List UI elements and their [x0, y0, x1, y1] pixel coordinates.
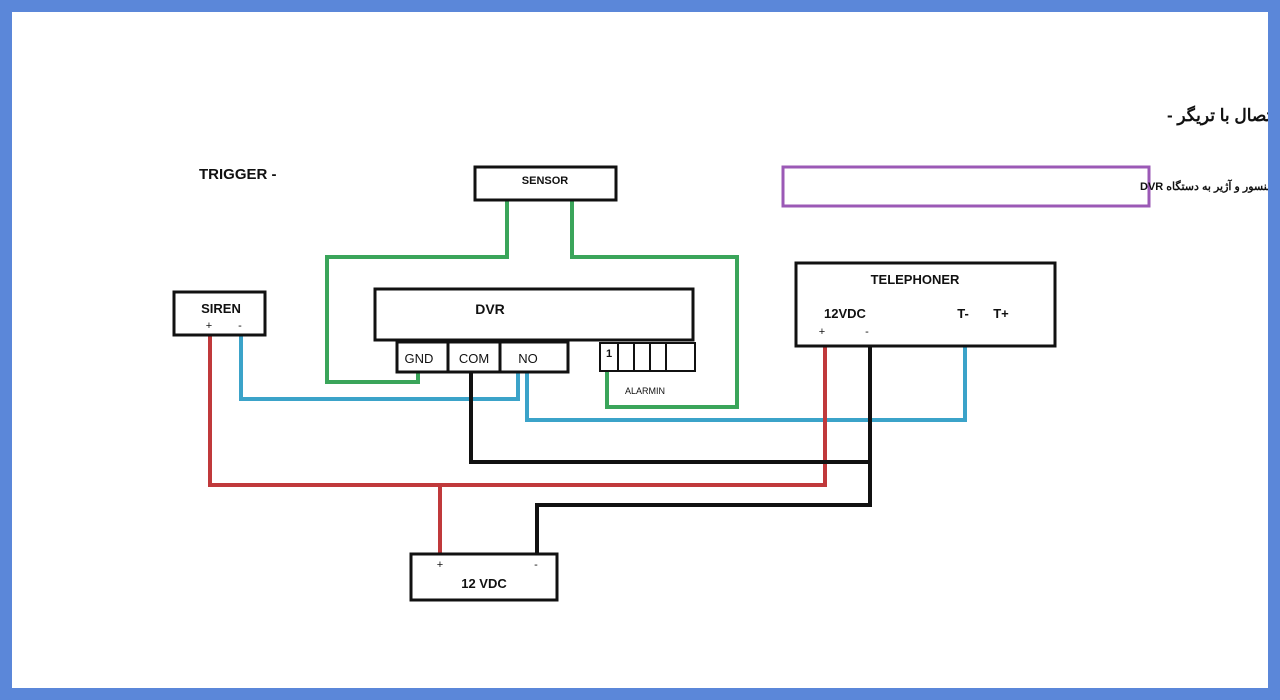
wire-com-telephoner [469, 372, 870, 464]
wiring-diagram: SENSOR DVR GND COM NO 1 ALARMIN SIREN + … [172, 105, 1268, 602]
telephoner-t-minus: T- [957, 306, 969, 321]
dvr-label: DVR [475, 301, 505, 317]
alarmin-label: ALARMIN [625, 386, 665, 396]
sensor-label: SENSOR [522, 175, 569, 187]
telephoner-minus: - [865, 326, 869, 338]
telephoner-t-plus: T+ [993, 306, 1009, 321]
psu-plus: + [437, 559, 443, 571]
siren-label: SIREN [201, 301, 241, 316]
terminal-com-label: COM [459, 351, 489, 366]
trigger-label: TRIGGER - [199, 166, 277, 183]
info-box-text: راهنمای اتصال تلفن کننده ، سنسور و آژیر … [1140, 179, 1268, 193]
siren-plus: + [206, 320, 212, 332]
diagram-canvas: SENSOR DVR GND COM NO 1 ALARMIN SIREN + … [12, 12, 1268, 688]
psu-label: 12 VDC [461, 576, 507, 591]
telephoner-power-label: 12VDC [824, 306, 867, 321]
siren-minus: - [238, 320, 242, 332]
terminal-gnd-label: GND [405, 351, 434, 366]
telephoner-box: TELEPHONER 12VDC + - T- T+ [794, 261, 1057, 348]
alarmin-block [599, 342, 696, 372]
terminal-no [498, 340, 570, 374]
telephoner-plus: + [819, 326, 825, 338]
wire-siren-psu-plus [208, 335, 827, 487]
psu-minus: - [534, 559, 538, 571]
terminal-no-label: NO [518, 351, 538, 366]
wire-sensor-gnd [325, 200, 509, 384]
psu-box: + - 12 VDC [409, 552, 559, 602]
alarmin-first: 1 [606, 348, 612, 360]
wire-siren-no [239, 335, 520, 401]
terminal-com [446, 340, 502, 374]
wire-sensor-alarmin [570, 200, 739, 409]
wire-telephoner-psu-minus [535, 346, 872, 554]
wire-no-telephoner [525, 346, 967, 422]
info-box: راهنمای اتصال تلفن کننده ، سنسور و آژیر … [781, 165, 1268, 208]
sensor-box: SENSOR [473, 165, 618, 202]
telephoner-label: TELEPHONER [871, 272, 960, 287]
page-heading: * اتصال با تریگر - [1167, 105, 1268, 126]
siren-box: SIREN + - [172, 290, 267, 337]
dvr-box: DVR GND COM NO 1 ALARMIN [373, 287, 696, 396]
